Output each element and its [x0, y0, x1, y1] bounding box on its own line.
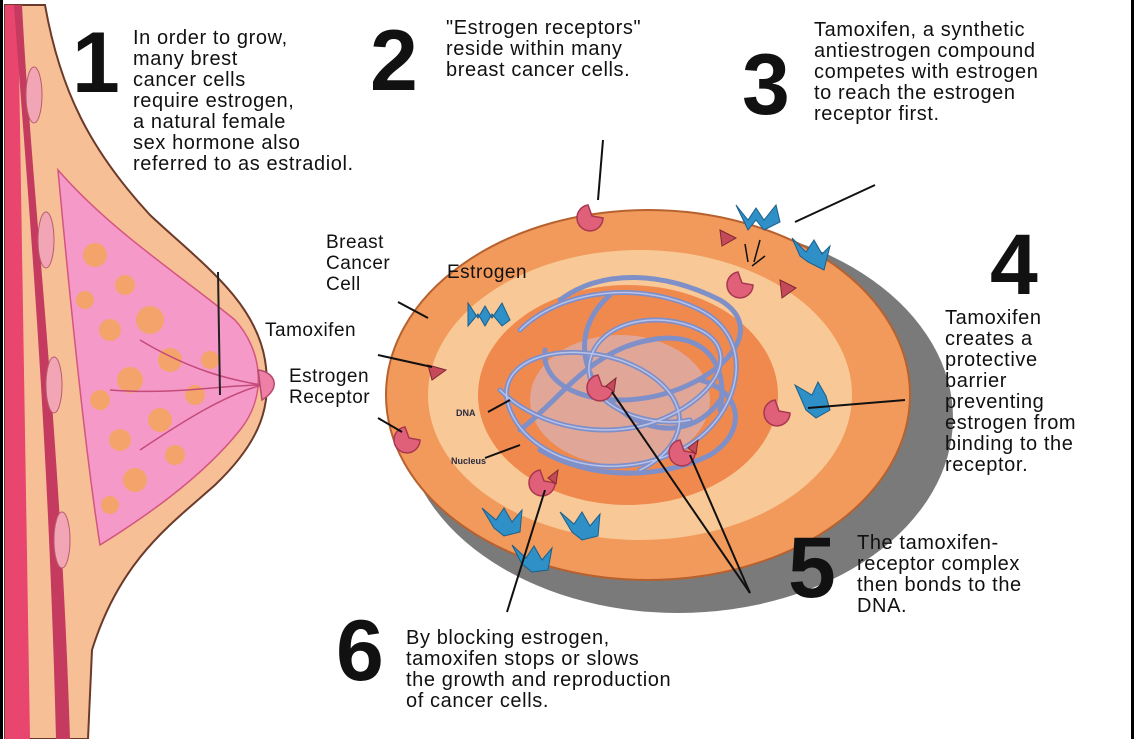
- nucleus-label: Nucleus: [451, 456, 486, 466]
- step-1-number: 1: [72, 20, 118, 106]
- breast-cancer-cell-label: Breast Cancer Cell: [326, 232, 390, 295]
- step-3-text: Tamoxifen, a synthetic antiestrogen comp…: [814, 20, 1038, 125]
- step-2-text: "Estrogen receptors" reside within many …: [446, 18, 641, 81]
- step-2-number: 2: [370, 18, 416, 104]
- step-6-text: By blocking estrogen, tamoxifen stops or…: [406, 628, 671, 712]
- estrogen-label: Estrogen: [447, 262, 527, 283]
- step-3-number: 3: [742, 42, 788, 128]
- tamoxifen-label: Tamoxifen: [265, 320, 356, 341]
- estrogen-receptor-label: Estrogen Receptor: [289, 366, 370, 408]
- step-1-text: In order to grow, many brest cancer cell…: [133, 28, 354, 175]
- step-4-number: 4: [990, 222, 1036, 308]
- dna-label: DNA: [456, 408, 476, 418]
- step-4-text: Tamoxifen creates a protective barrier p…: [945, 308, 1076, 476]
- step-6-number: 6: [336, 608, 382, 694]
- step-5-number: 5: [788, 525, 834, 611]
- step-5-text: The tamoxifen- receptor complex then bon…: [857, 533, 1022, 617]
